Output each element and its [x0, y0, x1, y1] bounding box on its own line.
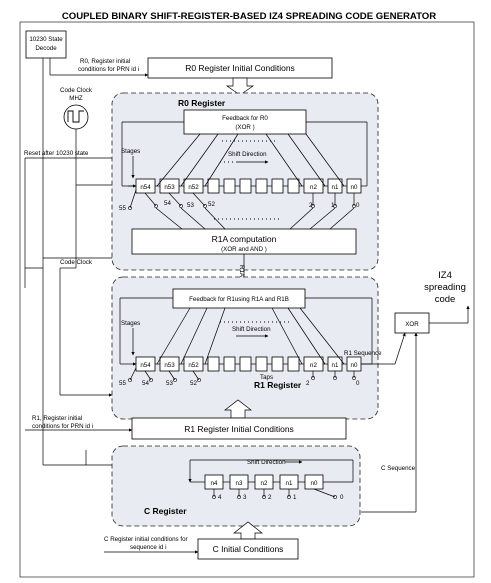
- c-tap-label: 2: [268, 494, 272, 501]
- c-init-box-label: C Initial Conditions: [213, 544, 284, 554]
- state-decode-line2: Decode: [35, 45, 57, 52]
- r1-cell-label: n53: [164, 362, 175, 369]
- r0-title: R0 Register: [178, 98, 226, 108]
- r1-cell-label: n2: [310, 362, 317, 369]
- r1-tap-label: 54: [142, 380, 149, 387]
- r0-shift-label: Shift Direction: [228, 151, 267, 158]
- r0-tap-label: 0: [356, 202, 360, 209]
- r1-cell-label: n1: [332, 362, 339, 369]
- c-cell-label: n4: [211, 480, 218, 487]
- r0-tap-label: 55: [119, 205, 126, 212]
- c-tap-label: 3: [243, 494, 247, 501]
- r0-feedback-line1: Feedback for R0: [222, 115, 268, 122]
- r0-taps: 55 54 53 52 2 1 0: [119, 200, 360, 212]
- r1-title: R1 Register: [254, 380, 302, 390]
- state-decode-box: [25, 30, 67, 59]
- r0-cell: [207, 178, 220, 194]
- c-init-note-line2: sequence id i: [130, 544, 166, 551]
- r1-tap-label: 55: [119, 380, 126, 387]
- diagram-title: COUPLED BINARY SHIFT-REGISTER-BASED IZ4 …: [62, 11, 436, 22]
- r0-cell-label: n1: [332, 184, 339, 191]
- c-init-note-line1: C Register initial conditions for: [104, 536, 188, 543]
- r1-sequence-label: R1 Sequence: [344, 350, 382, 357]
- code-clock-label-line1: Code Clock: [60, 87, 93, 94]
- r1-init-note-line2: conditions for PRN id i: [32, 423, 93, 430]
- r1-init-box: [131, 417, 347, 440]
- xor-label: XOR: [405, 321, 419, 328]
- code-clock-label: Code Clock: [60, 259, 93, 266]
- c-taps: 4 3 2 1 0: [212, 494, 344, 501]
- r1-cell: [223, 356, 236, 372]
- r1-cell: [207, 356, 220, 372]
- r0-tap-label: 54: [164, 200, 171, 207]
- r0-cell-label: n53: [164, 184, 175, 191]
- r0-cell: [239, 178, 252, 194]
- c-tap-label: 0: [340, 494, 344, 501]
- r0-stages-label: Stages: [121, 148, 140, 155]
- r0-cell: [271, 178, 284, 194]
- c-tap-label: 1: [293, 494, 297, 501]
- r0-cell-label: n2: [310, 184, 317, 191]
- state-decode-line1: 10230 State: [29, 36, 63, 43]
- c-cell-label: n1: [286, 480, 293, 487]
- r0-cell-label: n0: [351, 184, 358, 191]
- r1-tap-label: 2: [306, 380, 310, 387]
- iz4-label-line3: code: [435, 294, 456, 305]
- r0-tap-label: 53: [187, 202, 194, 209]
- r1-tap-label: 52: [190, 380, 197, 387]
- r0-cell: [287, 178, 300, 194]
- c-cell-label: n3: [236, 480, 243, 487]
- r0-init-note-line2: conditions for PRN id i: [78, 66, 139, 73]
- r0-tap-label: 1: [331, 202, 335, 209]
- r0-cell-label: n52: [188, 184, 199, 191]
- r1-shift-label: Shift Direction: [232, 326, 271, 333]
- iz4-label-line1: IZ4: [438, 270, 452, 281]
- r1-taps-label: Taps: [260, 374, 273, 381]
- clock-icon: [63, 104, 89, 130]
- r0-tap-label: 2: [309, 202, 313, 209]
- r1-cell: [287, 356, 300, 372]
- c-title: C Register: [144, 506, 187, 516]
- r1a-link-label: R1A: [238, 265, 245, 278]
- r1-cell: [271, 356, 284, 372]
- c-tap-label: 4: [218, 494, 222, 501]
- r1a-compute-line2: (XOR and AND ): [221, 246, 267, 253]
- iz4-label-line2: spreading: [424, 282, 466, 293]
- r1-cell: [239, 356, 252, 372]
- r0-cell: [223, 178, 236, 194]
- r0-feedback-box: [183, 109, 307, 135]
- r1-stages-label: Stages: [121, 320, 140, 327]
- c-cells: n4 n3 n2 n1 n0: [204, 474, 324, 490]
- c-cell-label: n0: [311, 480, 318, 487]
- r1a-compute-box: [131, 228, 357, 255]
- r1-cell: [255, 356, 268, 372]
- c-shift-label: Shift Direction: [247, 459, 286, 466]
- r1-init-arrow: [223, 399, 253, 419]
- r0-cell-label: n54: [140, 184, 151, 191]
- r1-init-note-line1: R1, Register initial: [32, 415, 82, 422]
- reset-label: Reset after 10230 state: [24, 150, 89, 157]
- c-init-arrow: [232, 521, 264, 540]
- r0-tap-label: 52: [208, 201, 215, 208]
- r1-cell-label: n52: [188, 362, 199, 369]
- outer-frame: [19, 21, 475, 578]
- c-init-box: [197, 538, 299, 560]
- r0-init-note-line1: R0, Register initial: [80, 58, 130, 65]
- c-cell-label: n2: [261, 480, 268, 487]
- r1-tap-label: 53: [166, 380, 173, 387]
- r1-tap-label: 0: [356, 380, 360, 387]
- r0-feedback-line2: (XOR ): [235, 124, 254, 131]
- r1-cell-label: n0: [351, 362, 358, 369]
- r1-feedback-box: [172, 288, 306, 309]
- r1a-compute-line1: R1A computation: [212, 234, 277, 244]
- r1-init-box-label: R1 Register Initial Conditions: [184, 424, 294, 434]
- r0-cell: [255, 178, 268, 194]
- r1-feedback-label: Feedback for R1using R1A and R1B: [189, 296, 289, 303]
- r0-init-box-label: R0 Register Initial Conditions: [185, 63, 295, 73]
- r1-cell-label: n54: [140, 362, 151, 369]
- c-sequence-label: C Sequence: [381, 465, 416, 472]
- code-clock-label-line2: MHZ: [69, 95, 83, 102]
- r0-init-arrow: [225, 77, 255, 96]
